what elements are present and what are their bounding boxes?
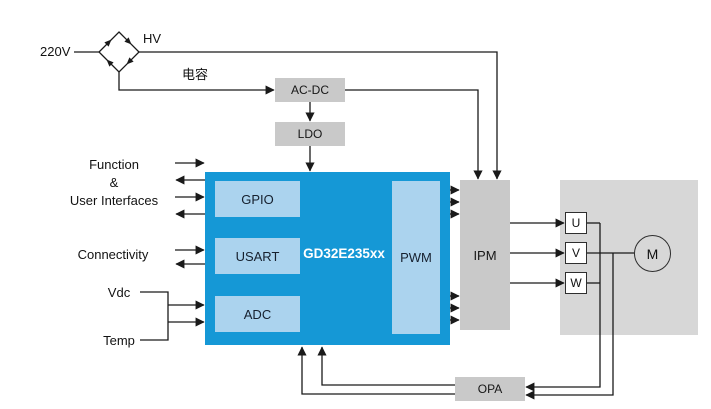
bridge-rectifier-icon [74,31,140,73]
pwm-to-ipm-arrows [450,185,460,325]
gpio-block: GPIO [215,181,300,217]
ipm-label: IPM [473,247,497,263]
function-label: Function [89,157,139,172]
acdc-block: AC-DC [275,78,345,102]
capacitor-label: 电容 [182,67,209,82]
vdc-label: Vdc [107,285,131,300]
motor-symbol: M [634,235,671,272]
temp-label: Temp [103,333,135,348]
usart-block: USART [215,238,300,274]
phase-w-box: W [565,272,587,294]
phase-v-box: V [565,242,587,264]
function-user-interfaces-label: Function & User Interfaces [58,156,170,210]
usart-label: USART [235,248,280,264]
mcu-part-number: GD32E235xx [303,246,385,261]
opa-to-adc-lines [297,346,455,395]
ldo-label: LDO [297,127,323,141]
gpio-label: GPIO [241,191,274,207]
adc-block: ADC [215,296,300,332]
ampersand-label: & [109,175,119,190]
mcu-block: GPIO USART ADC PWM GD32E235xx [205,172,450,345]
connectivity-label: Connectivity [77,247,149,262]
pwm-label: PWM [400,250,432,265]
mains-voltage-label: 220V [40,44,71,59]
hv-label: HV [143,31,162,46]
opa-label: OPA [477,382,503,396]
user-interfaces-label: User Interfaces [69,193,159,208]
phase-u-box: U [565,212,587,234]
adc-label: ADC [243,306,272,322]
vdc-temp-joiner-line [140,291,169,341]
ipm-to-phase-arrows [510,218,565,288]
opa-block: OPA [455,377,525,401]
power-lines [118,51,502,180]
acdc-to-ipm-line [345,89,483,180]
acdc-label: AC-DC [291,83,329,97]
ldo-block: LDO [275,122,345,146]
ipm-block: IPM [460,180,510,330]
pwm-block: PWM [392,181,440,334]
